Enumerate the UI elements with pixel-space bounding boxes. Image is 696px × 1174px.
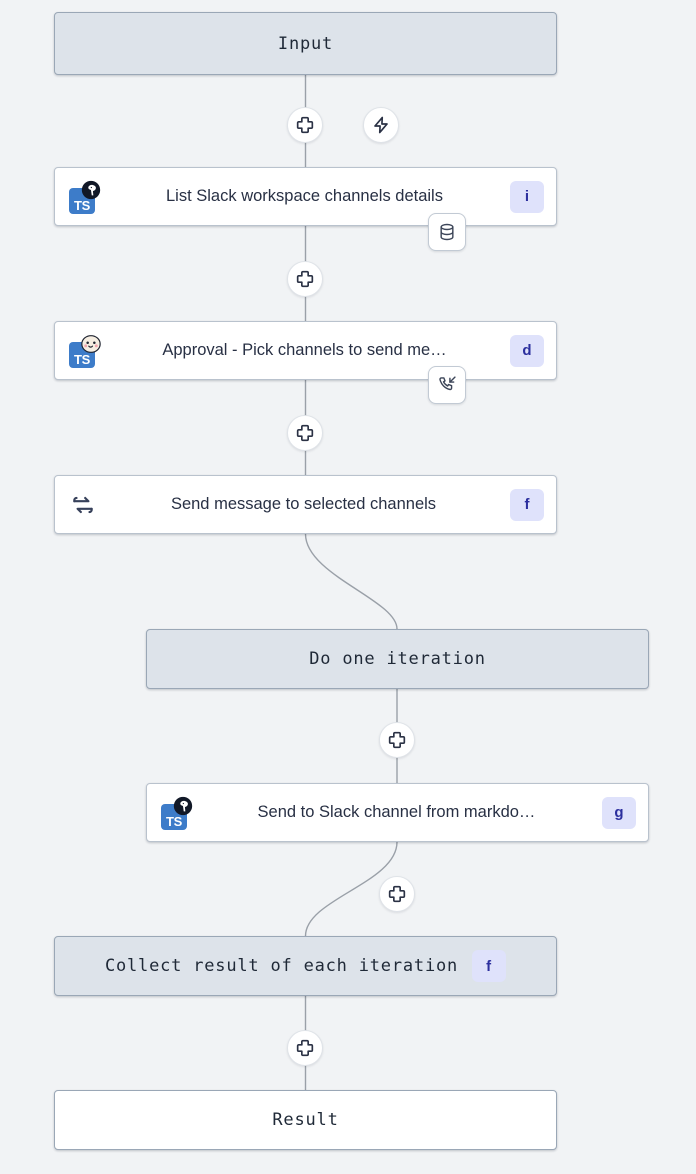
node-list-slack-channels-database-badge[interactable] xyxy=(428,213,466,251)
add-step-after-input-button[interactable] xyxy=(287,107,323,143)
typescript-deno-icon: TS xyxy=(69,180,101,214)
deno-icon xyxy=(81,180,101,199)
node-do-one-iteration-label: Do one iteration xyxy=(309,649,486,669)
zap-icon xyxy=(374,116,388,134)
node-list-slack-channels[interactable]: TS List Slack workspace channels details… xyxy=(54,167,557,226)
add-step-after-collect-result-button[interactable] xyxy=(287,1030,323,1066)
add-step-inside-loop-button[interactable] xyxy=(379,722,415,758)
database-icon xyxy=(440,223,454,241)
plus-icon xyxy=(296,116,314,134)
node-send-to-slack-badge[interactable]: g xyxy=(602,796,636,829)
plus-icon xyxy=(296,1039,314,1057)
node-input-label: Input xyxy=(277,33,334,54)
node-approval-badge[interactable]: d xyxy=(510,334,544,367)
plus-icon xyxy=(296,270,314,288)
repeat-icon-wrapper xyxy=(69,491,97,519)
repeat-icon xyxy=(73,496,93,513)
node-list-slack-channels-label: List Slack workspace channels details xyxy=(166,187,443,205)
node-input[interactable]: Input xyxy=(54,12,557,75)
node-approval-label: Approval - Pick channels to send me… xyxy=(162,341,447,359)
add-step-after-list-channels-button[interactable] xyxy=(287,261,323,297)
typescript-deno-icon: TS xyxy=(161,796,193,830)
add-step-after-approval-button[interactable] xyxy=(287,415,323,451)
deno-icon xyxy=(173,796,193,815)
bun-icon xyxy=(81,334,101,353)
typescript-bun-icon: TS xyxy=(69,334,101,368)
node-result[interactable]: Result xyxy=(54,1090,557,1150)
node-approval[interactable]: TS Approval - Pick channels to send me… … xyxy=(54,321,557,380)
phone-incoming-icon xyxy=(439,376,456,391)
node-send-message-loop-badge[interactable]: f xyxy=(510,488,544,521)
plus-icon xyxy=(388,885,406,903)
node-send-message-loop[interactable]: Send message to selected channels f xyxy=(54,475,557,534)
node-collect-result-label: Collect result of each iteration xyxy=(104,956,459,976)
plus-icon xyxy=(388,731,406,749)
node-send-to-slack-label: Send to Slack channel from markdo… xyxy=(257,803,536,821)
node-send-message-loop-label: Send message to selected channels xyxy=(170,495,437,513)
node-do-one-iteration[interactable]: Do one iteration xyxy=(146,629,649,689)
node-result-label: Result xyxy=(272,1110,339,1130)
node-collect-result[interactable]: Collect result of each iteration f xyxy=(54,936,557,996)
node-collect-result-badge[interactable]: f xyxy=(472,950,507,982)
add-trigger-after-input-button[interactable] xyxy=(363,107,399,143)
add-step-after-send-to-slack-button[interactable] xyxy=(379,876,415,912)
node-approval-phone-badge[interactable] xyxy=(428,366,466,404)
plus-icon xyxy=(296,424,314,442)
node-list-slack-channels-badge[interactable]: i xyxy=(510,180,544,213)
node-send-to-slack[interactable]: TS Send to Slack channel from markdo… g xyxy=(146,783,649,842)
